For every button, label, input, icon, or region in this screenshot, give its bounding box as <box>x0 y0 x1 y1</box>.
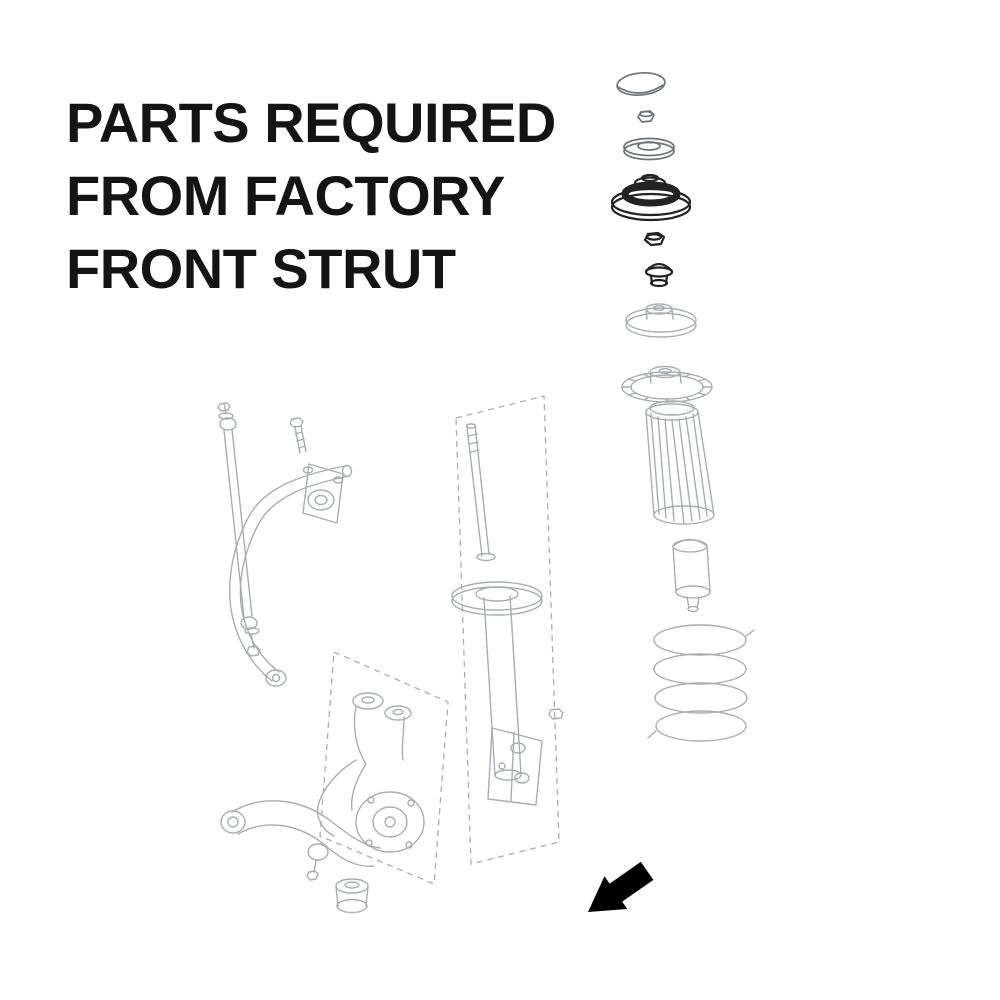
lower-control-arm-drawing <box>220 800 381 914</box>
dished-washer-drawing <box>623 137 675 161</box>
strut-shock-absorber-drawing <box>451 423 543 806</box>
steering-knuckle-drawing <box>316 692 425 853</box>
knuckle-plane-dashed-outline <box>319 651 449 885</box>
down-left-arrow-icon <box>588 861 654 912</box>
sway-bar-drawing <box>229 464 353 687</box>
title-line-2: FROM FACTORY <box>66 164 505 227</box>
page-title: PARTS REQUIRED FROM FACTORY FRONT STRUT <box>66 86 556 305</box>
mount-nut-drawing <box>643 231 666 247</box>
sway-bar-end-link-drawing <box>217 402 261 657</box>
strut-plane-dashed-outline <box>455 395 560 865</box>
dust-boot-drawing <box>645 400 715 525</box>
piston-rod-nut-drawing <box>637 110 655 123</box>
spring-seat-plate-drawing <box>625 303 697 338</box>
sway-bar-bolt-drawing <box>289 417 307 454</box>
strut-mount-bearing-drawing <box>610 173 692 222</box>
bump-stopper-drawing <box>672 538 711 613</box>
title-line-1: PARTS REQUIRED <box>66 91 556 154</box>
sway-bar-bracket-bushing-drawing <box>302 463 344 524</box>
bump-cap-drawing <box>644 262 674 288</box>
upper-spring-seat-drawing <box>621 365 713 403</box>
title-line-3: FRONT STRUT <box>66 237 456 300</box>
coil-spring-drawing <box>647 624 755 742</box>
strut-bracket-nut-drawing <box>548 708 564 720</box>
strut-cap-drawing <box>616 71 666 97</box>
